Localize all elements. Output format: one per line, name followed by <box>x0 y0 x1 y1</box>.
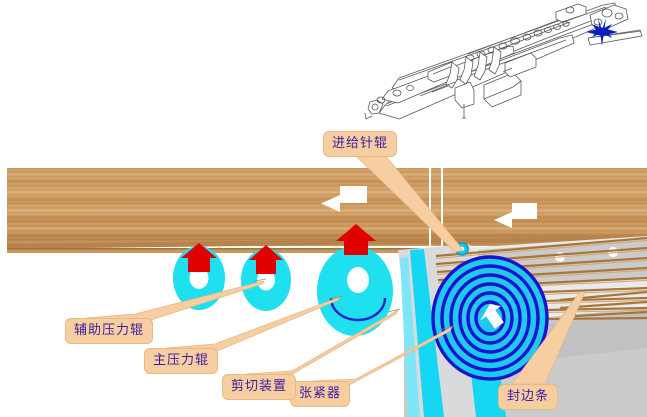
cad-machine-drawing <box>364 2 643 120</box>
cad-star-marker <box>586 18 618 46</box>
edge-band-coil <box>431 242 549 381</box>
label-shearing-device: 剪切装置 <box>222 374 297 400</box>
label-tensioner: 张紧器 <box>290 381 351 407</box>
main-pressure-roller <box>317 224 393 336</box>
wood-workpiece-panel <box>7 168 647 253</box>
label-feed-needle-roller: 进给针辊 <box>323 131 398 157</box>
auxiliary-roller-2 <box>241 245 291 311</box>
feed-direction-arrow-left <box>321 186 367 212</box>
pointer-tips <box>254 278 455 331</box>
label-main-pressure-roller: 主压力辊 <box>144 348 219 374</box>
label-edge-banding-strip: 封边条 <box>498 384 559 410</box>
feed-direction-arrow-right <box>494 203 537 228</box>
label-auxiliary-pressure-roller: 辅助压力辊 <box>65 318 154 344</box>
